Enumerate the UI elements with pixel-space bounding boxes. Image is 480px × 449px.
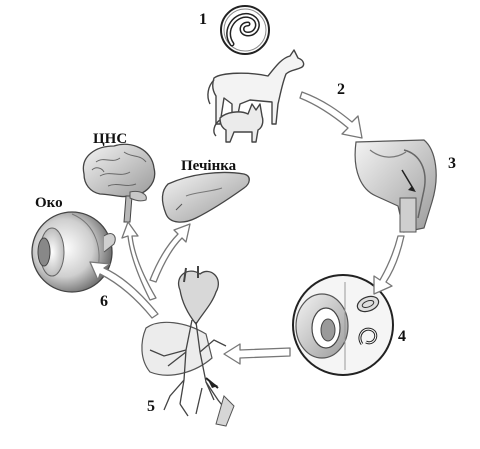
- arrow-6-eye-icon: [89, 261, 159, 319]
- step-number-1: 1: [199, 11, 207, 28]
- step-number-3: 3: [448, 155, 456, 172]
- arrow-2-icon: [299, 91, 363, 139]
- brain-organ-icon: [82, 143, 156, 223]
- arrow-4-icon: [223, 343, 291, 365]
- circulation-heart-icon: [141, 266, 235, 427]
- step-number-5: 5: [147, 398, 155, 415]
- dog-cat-host-icon: [207, 49, 305, 143]
- step-number-4: 4: [398, 328, 406, 345]
- arrow-3-icon: [373, 235, 405, 295]
- intestine-larvae-icon: [292, 274, 394, 376]
- arrow-6-liver-icon: [149, 223, 191, 283]
- pharynx-section-icon: [354, 139, 437, 233]
- arrow-6-cns-icon: [121, 221, 157, 301]
- step-number-6: 6: [100, 293, 108, 310]
- larva-egg-icon: [220, 5, 270, 55]
- eye-organ-icon: [31, 211, 116, 293]
- step-number-2: 2: [337, 81, 345, 98]
- label-eye: Око: [35, 195, 63, 211]
- liver-organ-icon: [161, 171, 250, 223]
- label-liver: Печінка: [181, 158, 237, 174]
- label-cns: ЦНС: [93, 131, 127, 147]
- cycle-arrows: [89, 91, 405, 365]
